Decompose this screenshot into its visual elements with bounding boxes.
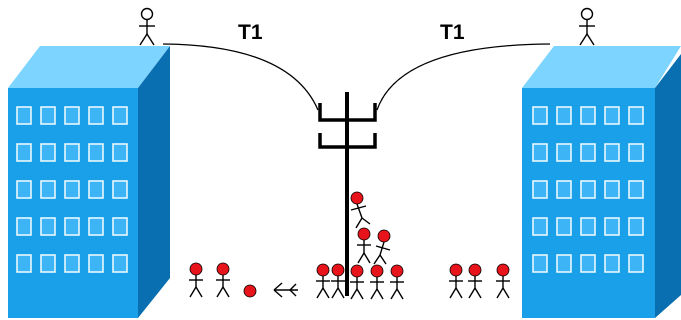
left-rooftop-person-icon xyxy=(139,7,155,46)
person-icon xyxy=(448,263,464,299)
left-ground-group xyxy=(188,262,298,298)
person-icon xyxy=(467,263,483,299)
person-icon xyxy=(369,264,385,300)
pole-crowd xyxy=(315,191,405,300)
left-building-front xyxy=(8,88,138,318)
right-building-icon xyxy=(522,46,681,318)
right-t1-cable xyxy=(376,43,551,111)
left-t1-cable xyxy=(162,43,319,111)
climbing-person-icon xyxy=(357,227,371,264)
person-icon xyxy=(215,262,231,298)
fallen-person-icon xyxy=(243,284,257,298)
left-building-side xyxy=(138,46,170,318)
right-building-side xyxy=(655,54,681,318)
climbing-person-icon xyxy=(350,191,371,229)
person-icon xyxy=(330,263,346,299)
person-icon xyxy=(495,263,511,299)
left-t1-label: T1 xyxy=(238,21,263,44)
right-rooftop-person-icon xyxy=(579,7,595,46)
left-building-icon xyxy=(8,46,170,318)
right-building-top xyxy=(522,46,681,88)
telephone-pole-icon xyxy=(318,92,377,296)
climbing-person-icon xyxy=(373,229,391,265)
right-building-front xyxy=(522,88,655,318)
lying-person-icon xyxy=(273,282,298,298)
right-ground-group xyxy=(448,263,511,299)
person-icon xyxy=(188,262,204,298)
person-icon xyxy=(349,264,365,300)
person-icon xyxy=(315,263,331,299)
left-building-top xyxy=(8,46,170,88)
right-t1-label: T1 xyxy=(440,21,465,44)
person-icon xyxy=(389,264,405,300)
